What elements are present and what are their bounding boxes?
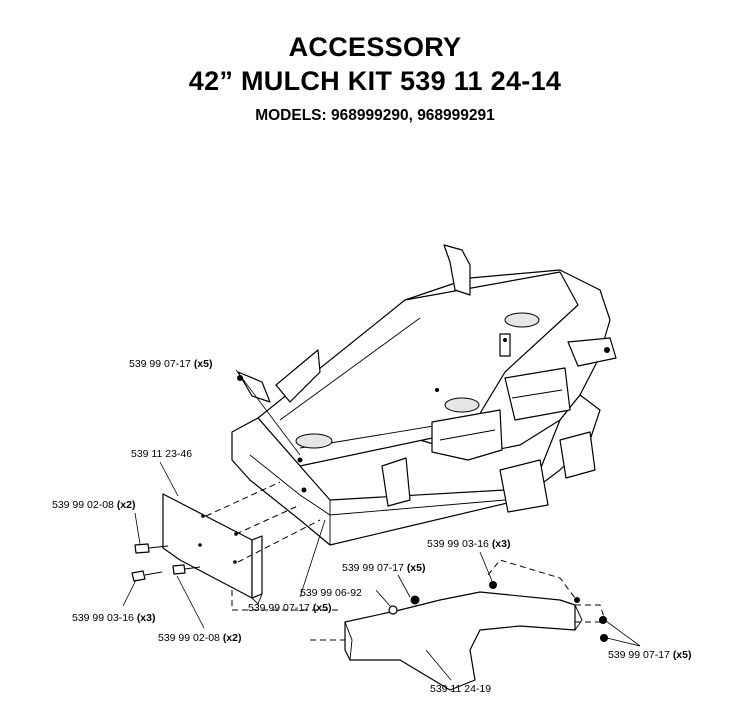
models-line: MODELS: 968999290, 968999291 <box>255 107 495 124</box>
callout-bolt-upper: 539 99 07-17 (x5) <box>129 358 213 370</box>
callout-bolt-left: 539 99 02-08 (x2) <box>52 499 136 511</box>
callout-nut-right: 539 99 07-17 (x5) <box>608 649 692 661</box>
fastener-bolts-left <box>131 543 201 582</box>
title-line-1: ACCESSORY <box>288 32 462 62</box>
fastener-nuts <box>388 581 608 642</box>
title-line-2: 42” MULCH KIT 539 11 24-14 <box>188 66 562 96</box>
callout-nut-mid: 539 99 07-17 (x5) <box>248 602 332 614</box>
callout-screw-right: 539 99 03-16 (x3) <box>427 538 511 550</box>
mulch-baffle <box>310 559 606 691</box>
deflector-plate <box>162 481 340 611</box>
mower-deck <box>231 244 617 546</box>
callout-washer: 539 99 06-92 <box>300 587 362 599</box>
callout-screw-lower-left: 539 99 03-16 (x3) <box>72 612 156 624</box>
callout-bolt-bottom: 539 99 02-08 (x2) <box>158 632 242 644</box>
callout-baffle: 539 11 24-19 <box>430 683 491 695</box>
callout-nut-lower-mid: 539 99 07-17 (x5) <box>342 562 426 574</box>
leader-lines <box>122 369 641 681</box>
callout-deflector: 539 11 23-46 <box>131 448 192 460</box>
